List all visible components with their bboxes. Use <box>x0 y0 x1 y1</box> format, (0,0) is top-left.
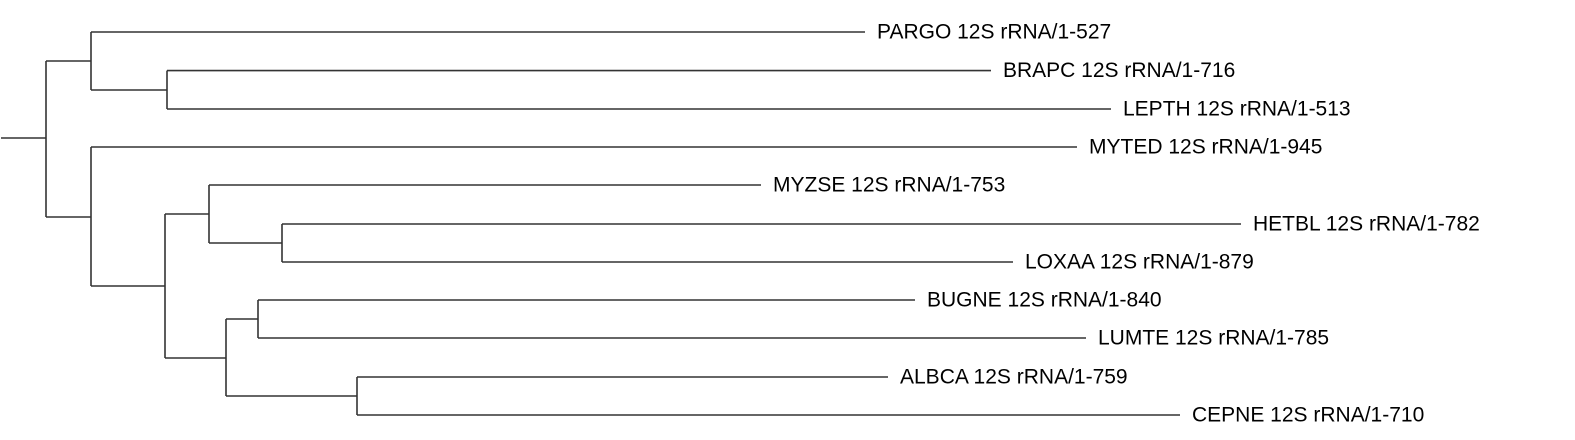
leaf-label: MYTED 12S rRNA/1-945 <box>1089 136 1322 159</box>
leaf-label: HETBL 12S rRNA/1-782 <box>1253 213 1480 236</box>
leaf-label: LEPTH 12S rRNA/1-513 <box>1123 98 1351 121</box>
leaf-label: BUGNE 12S rRNA/1-840 <box>927 289 1162 312</box>
leaf-label: CEPNE 12S rRNA/1-710 <box>1192 404 1424 427</box>
leaf-label: BRAPC 12S rRNA/1-716 <box>1003 59 1235 82</box>
leaf-label: LUMTE 12S rRNA/1-785 <box>1098 327 1329 350</box>
leaf-label: PARGO 12S rRNA/1-527 <box>877 21 1111 44</box>
leaf-label: MYZSE 12S rRNA/1-753 <box>773 174 1005 197</box>
leaf-label: ALBCA 12S rRNA/1-759 <box>900 366 1128 389</box>
leaf-label: LOXAA 12S rRNA/1-879 <box>1025 251 1254 274</box>
